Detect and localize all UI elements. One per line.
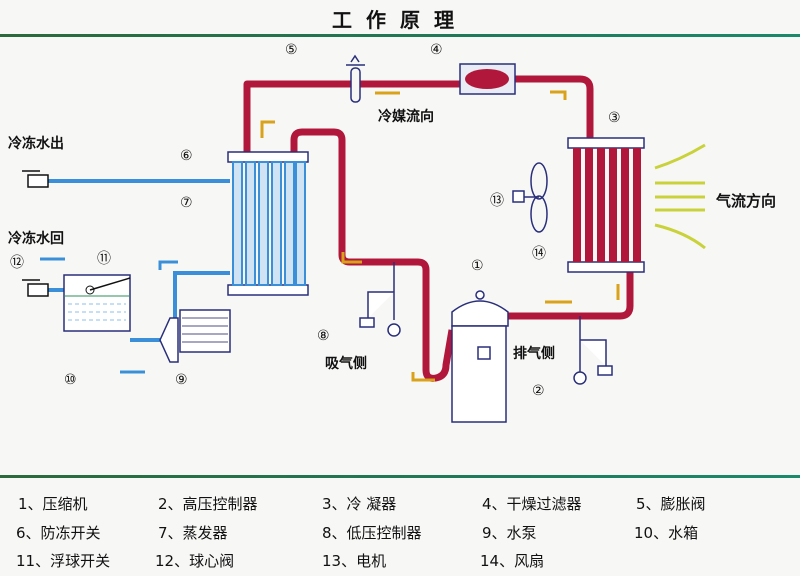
label-airflow-direction: 气流方向 — [716, 192, 777, 210]
evaporator — [227, 151, 309, 296]
expansion-valve — [346, 54, 365, 103]
label-suction-side: 吸气侧 — [325, 356, 367, 372]
legend-item: 12、球心阀 — [155, 552, 235, 570]
fan — [512, 162, 548, 233]
legend-item: 8、低压控制器 — [322, 524, 422, 542]
callout-1: ① — [471, 258, 484, 274]
pipe-expansion-to-evaporator — [243, 80, 460, 152]
condenser — [567, 137, 645, 273]
water-pipes — [46, 179, 230, 342]
ball-valves — [22, 170, 49, 297]
water-tank — [63, 274, 131, 332]
callout-5: ⑤ — [285, 42, 298, 58]
callout-3: ③ — [608, 110, 621, 126]
callout-14: ⑭ — [532, 246, 546, 262]
callout-6: ⑥ — [180, 148, 193, 164]
callout-7: ⑦ — [180, 195, 193, 211]
legend-item: 1、压缩机 — [18, 495, 88, 513]
label-discharge-side: 排气侧 — [513, 346, 555, 362]
callout-2: ② — [532, 383, 545, 399]
filter-dryer — [459, 63, 516, 95]
callout-4: ④ — [430, 42, 443, 58]
legend-item: 10、水箱 — [634, 524, 699, 542]
callout-10: ⑩ — [64, 372, 77, 388]
compressor — [451, 290, 509, 423]
pipe-filter-from-condenser — [515, 75, 594, 140]
pressure-controllers — [359, 262, 613, 385]
diagram-title: 工作原理 — [332, 8, 468, 32]
legend-item: 13、电机 — [322, 552, 387, 570]
callout-12: ⑫ — [10, 255, 24, 271]
pipe-discharge — [508, 268, 634, 320]
legend-item: 6、防冻开关 — [16, 524, 101, 542]
airflow-arrows — [654, 143, 706, 250]
legend-item: 7、蒸发器 — [158, 524, 228, 542]
label-refrigerant-flow: 冷媒流向 — [378, 109, 434, 125]
callout-8: ⑧ — [317, 328, 330, 344]
legend-item: 4、干燥过滤器 — [482, 495, 582, 513]
label-chilled-water-out: 冷冻水出 — [8, 136, 64, 152]
flow-arrows — [40, 90, 620, 382]
top-divider — [0, 34, 800, 37]
legend-item: 2、高压控制器 — [158, 495, 258, 513]
legend-item: 3、冷 凝器 — [322, 495, 397, 513]
callout-11: ⑪ — [97, 251, 111, 267]
water-pump — [159, 309, 231, 363]
refrigeration-diagram — [22, 54, 706, 423]
bottom-divider — [0, 475, 800, 478]
callout-13: ⑬ — [490, 193, 504, 209]
legend-item: 5、膨胀阀 — [636, 495, 706, 513]
legend-item: 9、水泵 — [482, 524, 537, 542]
callout-9: ⑨ — [175, 372, 188, 388]
legend-item: 14、风扇 — [480, 552, 545, 570]
legend-item: 11、浮球开关 — [16, 552, 111, 570]
label-chilled-water-return: 冷冻水回 — [8, 231, 64, 247]
